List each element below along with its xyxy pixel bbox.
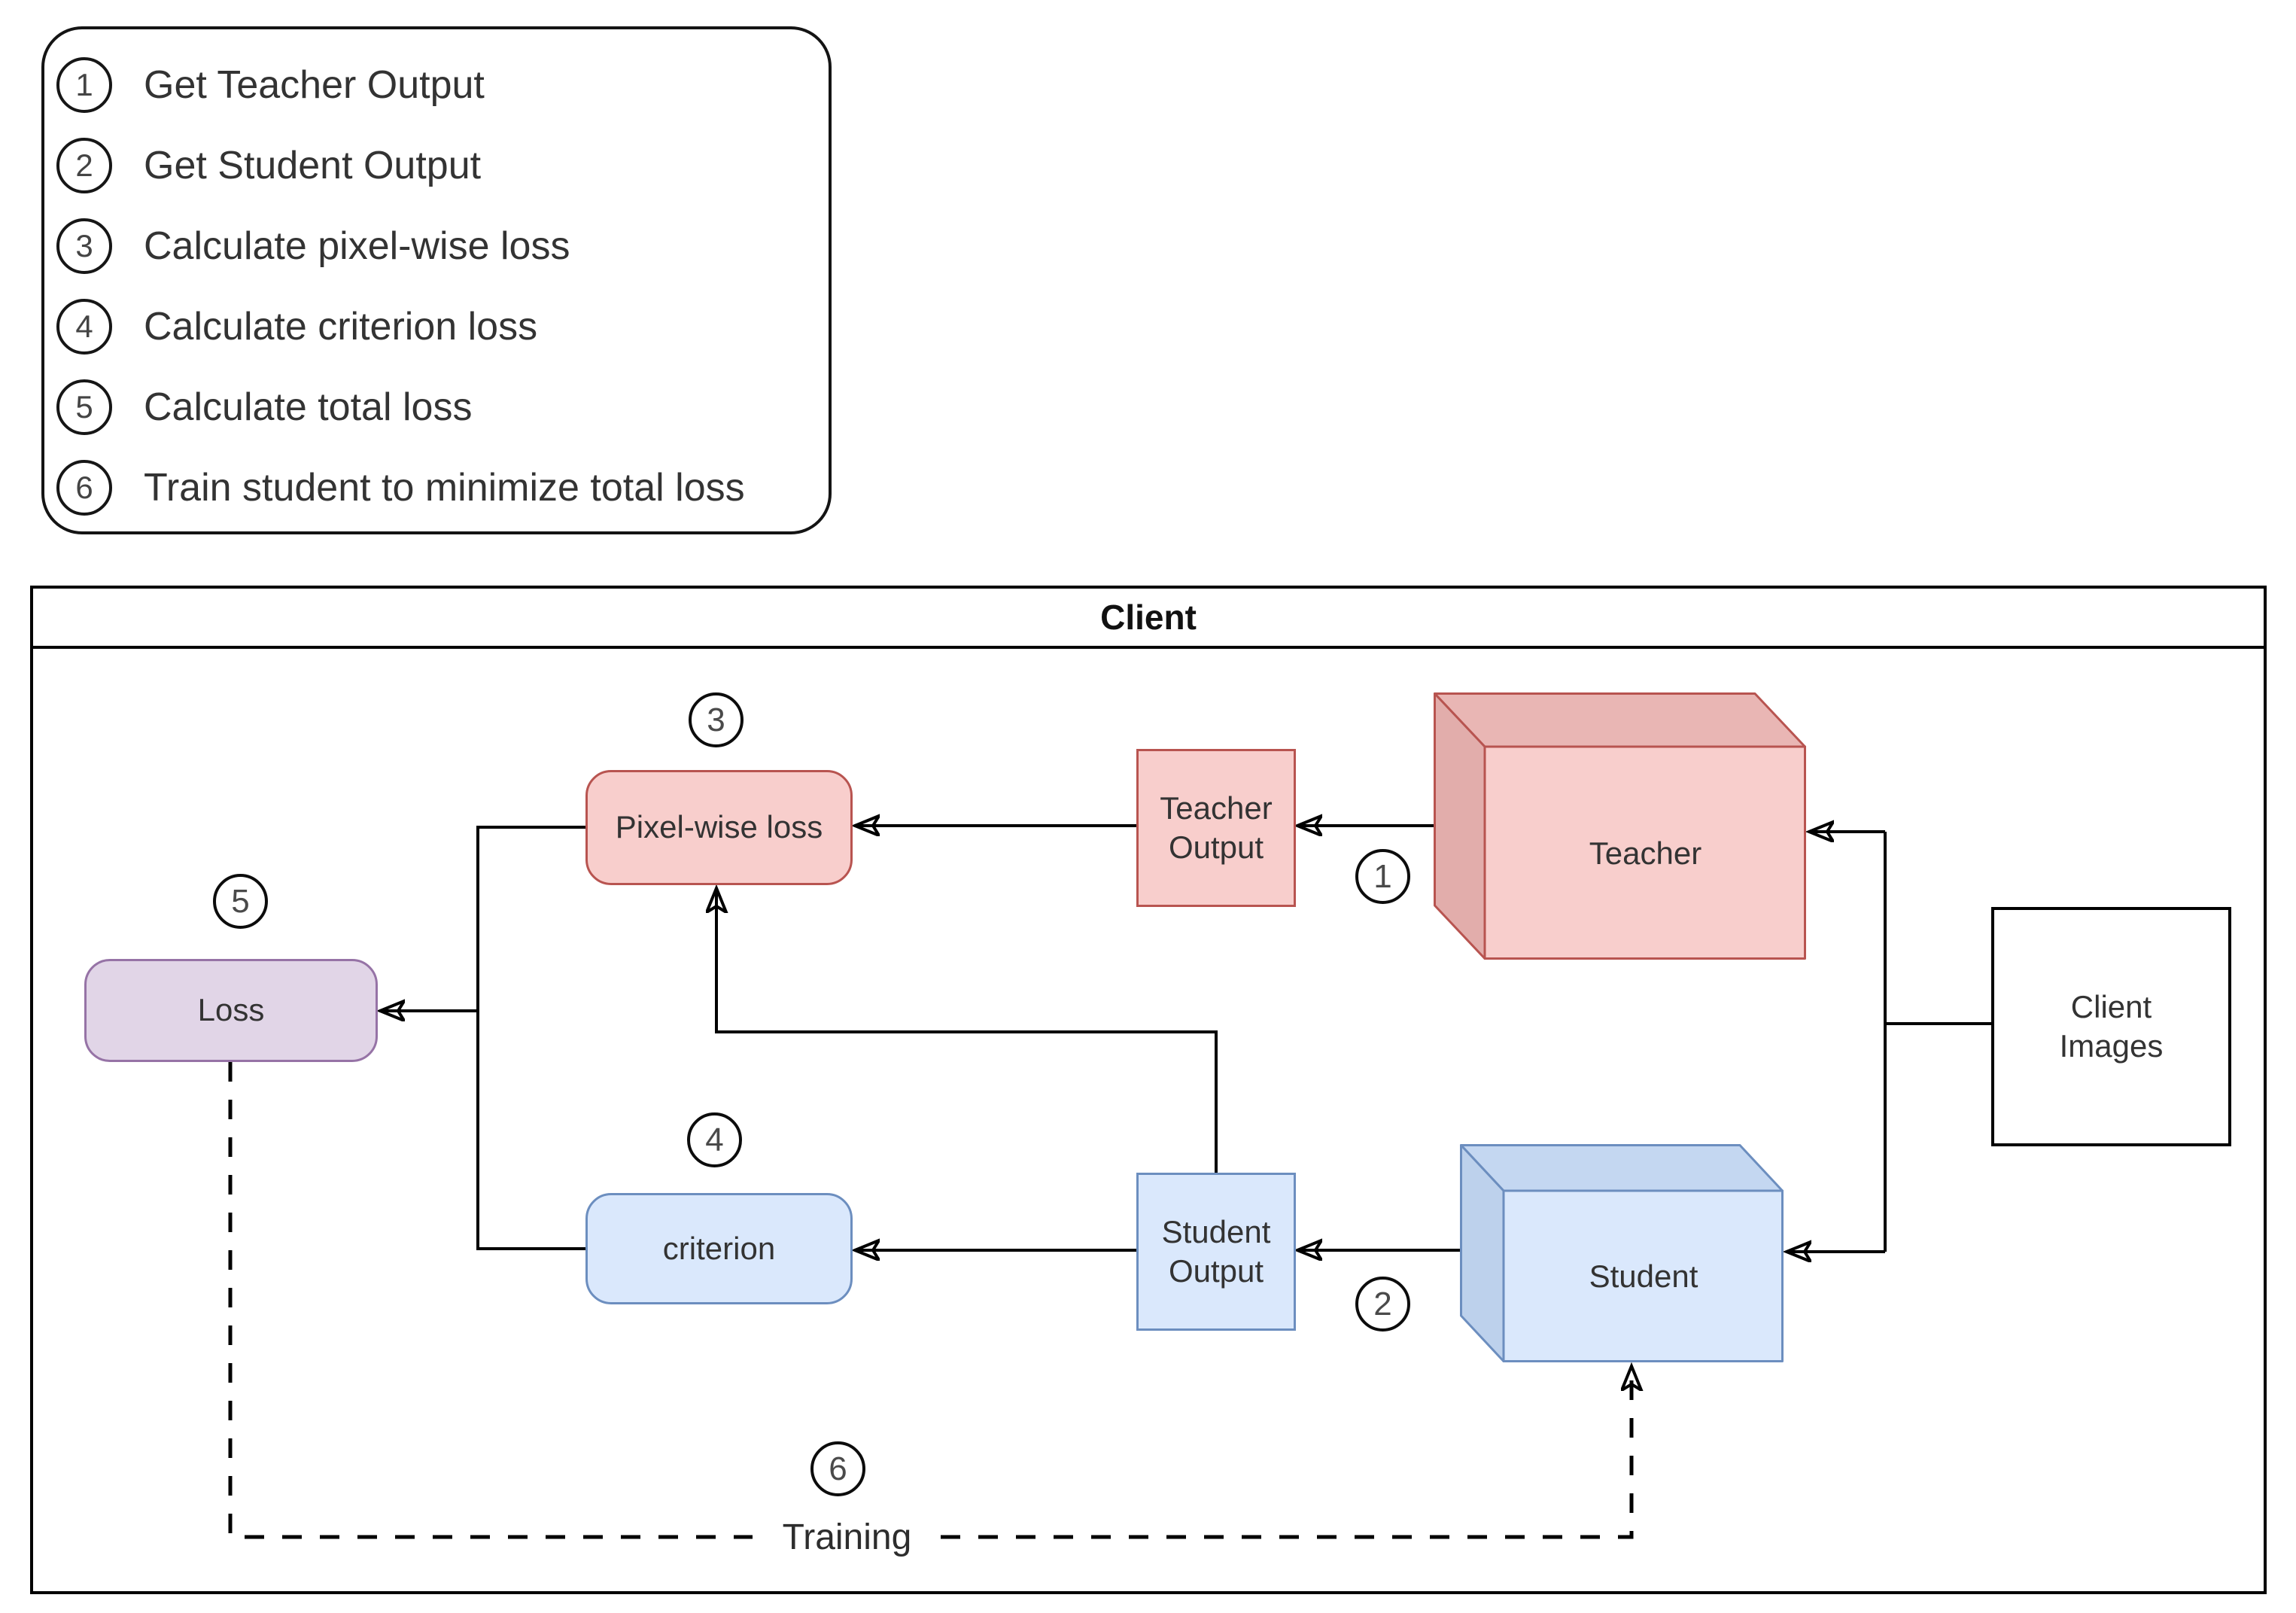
legend: 1 Get Teacher Output 2 Get Student Outpu… bbox=[41, 26, 832, 534]
legend-item-number: 6 bbox=[56, 459, 112, 516]
legend-item-text: Get Student Output bbox=[144, 143, 482, 187]
legend-item: 5 Calculate total loss bbox=[56, 367, 829, 447]
teacher-label: Teacher bbox=[1589, 835, 1702, 871]
legend-item-number: 5 bbox=[56, 379, 112, 435]
client-frame: Client bbox=[30, 586, 2267, 1594]
legend-item-text: Calculate pixel-wise loss bbox=[144, 224, 570, 268]
legend-item: 4 Calculate criterion loss bbox=[56, 286, 829, 367]
legend-item: 6 Train student to minimize total loss bbox=[56, 447, 829, 528]
legend-item-number: 1 bbox=[56, 56, 112, 113]
student-node: Student bbox=[1460, 1144, 1784, 1362]
client-title: Client bbox=[1100, 598, 1197, 637]
legend-item: 3 Calculate pixel-wise loss bbox=[56, 205, 829, 286]
edge-loss-to-training bbox=[228, 1062, 753, 1539]
teacher-cube-shape bbox=[1434, 692, 1806, 960]
criterion-node: criterion bbox=[585, 1193, 853, 1304]
legend-item: 1 Get Teacher Output bbox=[56, 44, 829, 125]
step-marker-5: 5 bbox=[213, 874, 268, 929]
edge-pixel-wise-loss-to-junction bbox=[476, 826, 585, 1011]
student-output-node: Student Output bbox=[1136, 1173, 1296, 1331]
legend-item-text: Train student to minimize total loss bbox=[144, 465, 745, 510]
client-images-node: Client Images bbox=[1991, 907, 2231, 1146]
edge-student-output-to-pixel-wise-loss bbox=[716, 890, 1218, 1173]
legend-item-number: 4 bbox=[56, 298, 112, 355]
step-marker-4: 4 bbox=[687, 1112, 742, 1167]
legend-item-number: 3 bbox=[56, 218, 112, 274]
pixel-wise-loss-node: Pixel-wise loss bbox=[585, 770, 853, 885]
step-marker-6: 6 bbox=[810, 1441, 865, 1496]
legend-item-number: 2 bbox=[56, 137, 112, 193]
legend-item: 2 Get Student Output bbox=[56, 125, 829, 205]
legend-item-text: Calculate criterion loss bbox=[144, 304, 538, 348]
teacher-node: Teacher bbox=[1434, 692, 1806, 960]
teacher-output-node: Teacher Output bbox=[1136, 749, 1296, 907]
student-cube-shape bbox=[1460, 1144, 1784, 1362]
client-header: Client bbox=[33, 589, 2264, 649]
step-marker-2: 2 bbox=[1355, 1277, 1410, 1331]
step-marker-1: 1 bbox=[1355, 849, 1410, 904]
edge-training-to-student bbox=[941, 1368, 1632, 1539]
edge-criterion-to-junction bbox=[476, 1011, 585, 1250]
edge-client-images-trunk bbox=[1884, 832, 1991, 1252]
student-label: Student bbox=[1589, 1258, 1698, 1294]
training-edge-label: Training bbox=[755, 1513, 939, 1561]
loss-node: Loss bbox=[84, 959, 378, 1062]
legend-item-text: Get Teacher Output bbox=[144, 62, 485, 107]
legend-item-text: Calculate total loss bbox=[144, 385, 473, 429]
step-marker-3: 3 bbox=[689, 692, 744, 747]
